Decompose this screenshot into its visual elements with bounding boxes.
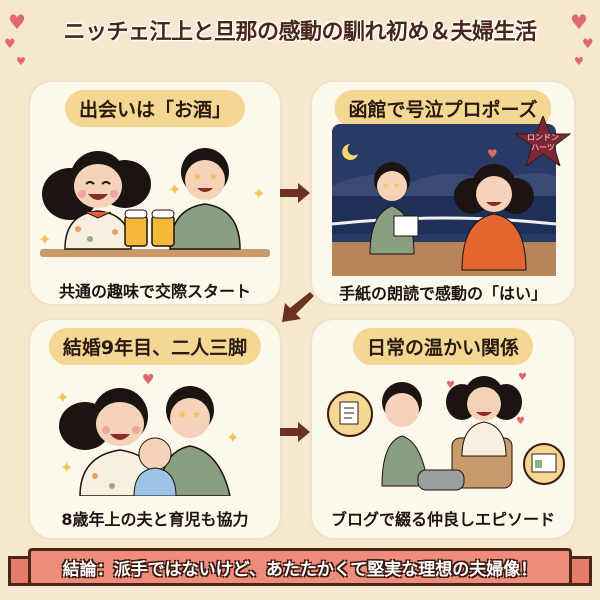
sparkle-icon: ✦ [56,388,70,407]
panel-marriage: 結婚9年目、二人三脚 ♥ ★ ★ ✦ ✦ ✦ 8歳年上の夫と育児も協力 [30,320,280,538]
svg-text:★: ★ [192,410,201,421]
panel-caption: 共通の趣味で交際スタート [58,282,251,301]
sparkle-icon: ✦ [38,230,52,249]
panel-meeting: 出会いは「お酒」 ★★ ✦ ✦ ✦ 共通の趣味で交際スタート [30,82,280,304]
heart-icon: ♥ [4,37,16,52]
svg-text:♥: ♥ [142,372,155,388]
badge-line-1: ロンドン [527,133,559,142]
panel-heading: 結婚9年目、二人三脚 [48,328,262,365]
heart-icon: ♥ [8,10,26,34]
conclusion-banner: 結論：派手ではないけど、あたたかくて堅実な理想の夫婦像！ [28,548,572,586]
arrow-right-icon [280,183,310,203]
foot-massage-illustration: ♥ ♥ ♥ [327,372,565,491]
svg-text:★: ★ [193,172,202,183]
panel-caption: ブログで綴る仲良しエピソード [330,510,555,529]
heart-icon: ♥ [16,55,26,68]
arrow-right-icon [280,422,310,442]
panel-caption: 手紙の朗読で感動の「はい」 [338,284,547,303]
sparkle-icon: ✦ [226,428,240,447]
svg-text:★: ★ [382,181,389,190]
family-with-baby-illustration: ♥ ★ ★ [59,372,231,496]
night-proposal-illustration: ♥ ★ ★ [332,124,556,276]
svg-text:♥: ♥ [516,416,525,427]
heart-icon: ♥ [574,55,584,68]
panel-heading: 日常の温かい関係 [352,328,534,365]
heart-icon: ♥ [570,10,588,34]
sparkle-icon: ✦ [168,180,182,199]
svg-text:★: ★ [209,172,218,183]
panel-heading: 出会いは「お酒」 [64,90,246,127]
svg-text:★: ★ [393,181,400,190]
panel-heading: 函館で号泣プロポーズ [334,90,552,127]
london-hearts-badge: ロンドン ハーツ [514,116,572,166]
panel-daily-life: 日常の温かい関係 ♥ ♥ ♥ ブログで綴る仲良しエピソード [312,320,574,538]
svg-text:♥: ♥ [487,147,498,161]
heart-icon: ♥ [582,37,594,52]
svg-text:♥: ♥ [446,380,455,391]
page-title: ニッチェ江上と旦那の感動の馴れ初め＆夫婦生活 [63,20,537,45]
panel-caption: 8歳年上の夫と育児も協力 [61,510,249,529]
sparkle-icon: ✦ [60,458,74,477]
badge-line-2: ハーツ [531,143,555,152]
sparkle-icon: ✦ [252,184,266,203]
svg-text:♥: ♥ [518,372,527,383]
arrow-down-left-icon [282,292,314,322]
svg-text:★: ★ [178,410,187,421]
couple-toasting-illustration: ★★ [40,148,270,257]
panel-proposal: 函館で号泣プロポーズ ♥ ★ ★ ロンドン ハーツ 手紙の朗読で感動の「はい」 [312,82,574,304]
